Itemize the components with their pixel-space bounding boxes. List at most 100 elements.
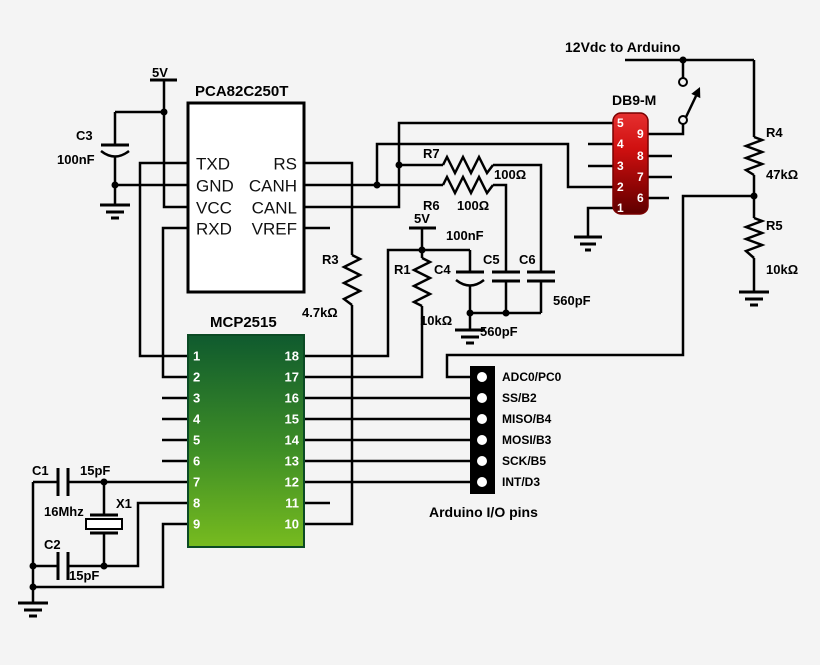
label-c5-ref: C5: [483, 252, 500, 267]
pca-pin-canh: CANH: [249, 177, 297, 196]
label-c1-value: 15pF: [80, 463, 110, 478]
crystal-x1-body: [85, 518, 123, 530]
capacitor-c5: [492, 270, 520, 283]
header-label-miso: MISO/B4: [502, 412, 552, 426]
mcp-title: MCP2515: [210, 314, 277, 331]
header-hole-ss: [477, 393, 487, 403]
pca-pin-vref: VREF: [252, 220, 297, 239]
mcp-pin-15: 15: [285, 412, 299, 427]
resistor-r3: [341, 253, 363, 306]
header-hole-adc0: [477, 372, 487, 382]
header-hole-sck: [477, 456, 487, 466]
switch-arrow: [691, 87, 701, 99]
db9-pin-8: 8: [637, 149, 644, 163]
wire-r4-divider: [742, 60, 766, 196]
mcp-pin-11: 11: [285, 496, 299, 511]
wire-spi-lines: [162, 396, 470, 505]
arduino-header: ADC0/PC0 SS/B2 MISO/B4 MOSI/B3 SCK/B5 IN…: [429, 366, 562, 520]
capacitor-c3: [100, 112, 130, 185]
label-c5-value: 560pF: [480, 324, 518, 339]
db9-pin-1: 1: [617, 201, 624, 215]
wire-5v-rail-left: [115, 78, 188, 209]
ground-symbol-c3: [100, 203, 130, 220]
label-x1-value: 16Mhz: [44, 504, 84, 519]
label-c1-ref: C1: [32, 463, 49, 478]
pca-pin-rxd: RXD: [196, 220, 232, 239]
mcp-pin-2: 2: [193, 370, 200, 385]
header-label-ss: SS/B2: [502, 391, 537, 405]
label-r7-value: 100Ω: [494, 167, 526, 182]
wire-r7-c6: [399, 154, 555, 313]
ground-symbol-caps: [455, 328, 485, 345]
wire-vdd-pin18: [304, 248, 470, 358]
resistor-r5: [742, 216, 766, 259]
mcp2515-chip: MCP2515 1 2 3 4 5 6 7 8 9 18 17 16 15 14…: [187, 314, 305, 548]
arduino-caption: Arduino I/O pins: [429, 504, 538, 520]
label-c2-value: 15pF: [69, 568, 99, 583]
label-c4-ref: C4: [434, 262, 451, 277]
mcp-pin-13: 13: [285, 454, 299, 469]
mcp-pin-4: 4: [193, 412, 201, 427]
resistor-r1: [411, 256, 433, 308]
label-c6-ref: C6: [519, 252, 536, 267]
label-12v-feed: 12Vdc to Arduino: [565, 39, 680, 55]
label-c3-value: 100nF: [57, 152, 95, 167]
capacitor-c2: [56, 552, 70, 580]
db9-pin-7: 7: [637, 170, 644, 184]
label-r5-value: 10kΩ: [766, 262, 798, 277]
mcp-pin-8: 8: [193, 496, 200, 511]
db9-pin-6: 6: [637, 191, 644, 205]
pca-pin-canl: CANL: [252, 199, 297, 218]
mcp-pin-14: 14: [285, 433, 300, 448]
label-r5-ref: R5: [766, 218, 783, 233]
junction-dots: [29, 56, 758, 591]
mcp-pin-16: 16: [285, 391, 299, 406]
label-5v-left: 5V: [152, 65, 168, 80]
resistor-r7: [441, 154, 494, 176]
wire-left-stubs: [162, 396, 188, 463]
ground-symbol-db9: [574, 235, 602, 252]
labels: 5V C3 100nF R3 4.7kΩ R7 100Ω R6 100Ω 5V …: [32, 39, 798, 583]
label-r3-value: 4.7kΩ: [302, 305, 338, 320]
db9-title: DB9-M: [612, 92, 656, 108]
header-label-sck: SCK/B5: [502, 454, 546, 468]
label-r6-value: 100Ω: [457, 198, 489, 213]
resistor-r6: [441, 174, 494, 196]
label-c4-value: 100nF: [446, 228, 484, 243]
switch-terminal-top: [678, 77, 688, 87]
mcp-pin-6: 6: [193, 454, 200, 469]
db9-pin-5: 5: [617, 116, 624, 130]
pca-title: PCA82C250T: [195, 83, 288, 100]
pca-pin-txd: TXD: [196, 155, 230, 174]
wire-canh-to-db9-pin2: [375, 142, 613, 189]
label-r4-value: 47kΩ: [766, 167, 798, 182]
db9-connector: DB9-M 5 4 3 2 1 9 8 7 6: [612, 92, 656, 215]
db9-pin-4: 4: [617, 137, 624, 151]
header-label-int: INT/D3: [502, 475, 540, 489]
db9-pin-3: 3: [617, 159, 624, 173]
wire-rxd-to-pin2: [161, 226, 188, 379]
header-label-mosi: MOSI/B3: [502, 433, 552, 447]
label-r6-ref: R6: [423, 198, 440, 213]
pca-pin-gnd: GND: [196, 177, 234, 196]
pca82c250t-chip: PCA82C250T TXD GND VCC RXD RS CANH CANL …: [186, 83, 306, 294]
header-hole-mosi: [477, 435, 487, 445]
wire-rs-r3-pin10: [304, 161, 363, 526]
mcp-pin-17: 17: [285, 370, 299, 385]
wire-db9-stubs: [588, 142, 672, 200]
db9-pin-2: 2: [617, 180, 624, 194]
label-r1-value: 10kΩ: [420, 313, 452, 328]
header-hole-int: [477, 477, 487, 487]
ground-symbol-r5: [739, 290, 769, 307]
label-5v-mid: 5V: [414, 211, 430, 226]
wire-gnd-pin: [100, 183, 188, 220]
label-r3-ref: R3: [322, 252, 339, 267]
wire-r5-ground: [739, 196, 769, 307]
mcp-pin-9: 9: [193, 517, 200, 532]
label-c2-ref: C2: [44, 537, 61, 552]
label-r4-ref: R4: [766, 125, 783, 140]
header-label-adc0: ADC0/PC0: [502, 370, 562, 384]
mcp-pin-7: 7: [193, 475, 200, 490]
